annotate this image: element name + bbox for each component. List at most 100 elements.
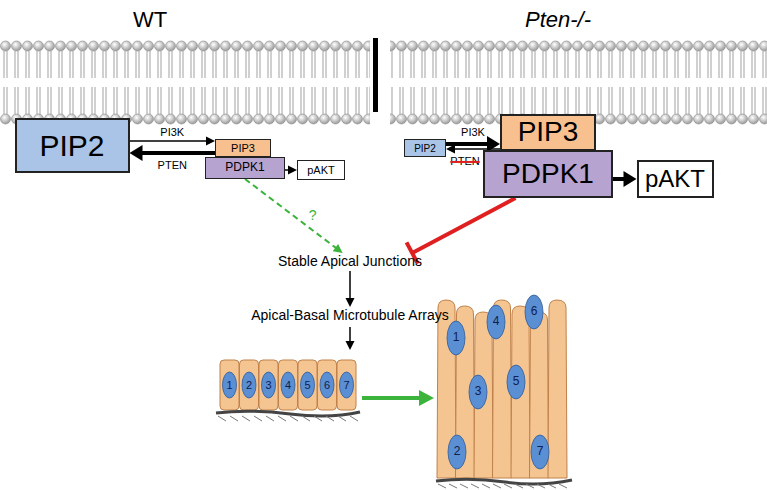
node-text: pAKT <box>645 166 705 192</box>
nucleus <box>340 372 354 398</box>
node-text: PIP3 <box>518 117 579 148</box>
pip3-box: PIP3 <box>500 114 596 151</box>
arrow-head <box>288 166 297 175</box>
callout-number: 3 <box>265 379 271 391</box>
flat-cell <box>318 360 337 410</box>
callout-number: 7 <box>343 379 349 391</box>
connector-line <box>130 140 208 142</box>
edge-label: PI3K <box>461 126 485 138</box>
node-text: PIP2 <box>39 129 104 162</box>
divider-bar <box>373 38 378 112</box>
membrane-right <box>390 40 767 125</box>
pdpk1-box: PDPK1 <box>483 150 613 198</box>
node-text: PIP3 <box>231 142 255 154</box>
fiber <box>515 484 523 488</box>
arrow-connector <box>130 145 216 161</box>
arrow-head <box>346 298 355 307</box>
callout-number: 2 <box>246 379 252 391</box>
down-arrow-line <box>349 327 351 341</box>
node-text: PIP2 <box>414 143 436 154</box>
fiber <box>493 484 501 488</box>
nucleus <box>469 375 487 409</box>
callout-number: 1 <box>453 331 460 344</box>
connector-line <box>285 169 289 171</box>
flat-cell <box>220 360 239 410</box>
callout-number: 5 <box>304 379 310 391</box>
flat-cell <box>279 360 298 410</box>
pakt-box: pAKT <box>637 160 714 198</box>
pip2-box: PIP2 <box>15 118 130 173</box>
connector-line <box>349 271 351 299</box>
green-arrow-line <box>362 396 420 400</box>
edge-label: PTEN <box>158 159 187 171</box>
arrow-head <box>446 145 455 154</box>
node-text: PDPK1 <box>502 159 594 190</box>
fiber <box>537 484 545 488</box>
arrow-connector <box>245 179 343 253</box>
arrow-connector <box>613 171 637 187</box>
nucleus <box>487 305 505 339</box>
callout-number: 2 <box>454 445 461 458</box>
connector-line <box>142 151 216 155</box>
fiber <box>504 484 512 488</box>
connector-line <box>613 177 625 181</box>
nucleus <box>507 365 525 399</box>
fiber <box>460 484 468 488</box>
flat-cell <box>337 360 356 410</box>
nucleus <box>223 372 237 398</box>
callout-number: 3 <box>475 385 482 398</box>
nucleus <box>320 372 334 398</box>
pakt-box: pAKT <box>297 160 345 180</box>
nucleus <box>301 372 315 398</box>
fiber <box>449 484 457 488</box>
fiber <box>254 416 262 421</box>
process-text: Apical-Basal Microtubule Arrays <box>249 307 451 325</box>
down-arrow-head <box>346 341 355 350</box>
tall-cell <box>548 300 567 478</box>
nucleus <box>448 435 466 469</box>
fiber <box>326 416 334 421</box>
panel-title: Pten-/- <box>525 8 591 32</box>
pip2-box: PIP2 <box>404 139 446 157</box>
nucleus <box>447 321 465 355</box>
nucleus <box>262 372 276 398</box>
membrane-left <box>0 40 370 125</box>
edge-label: PTEN <box>450 155 479 167</box>
nucleus <box>281 372 295 398</box>
flat-cell <box>240 360 259 410</box>
nucleus <box>525 295 543 329</box>
fiber <box>559 484 567 488</box>
connector-line <box>446 142 488 146</box>
pip3-box: PIP3 <box>215 139 271 157</box>
epithelium-drawing <box>216 295 572 488</box>
arrow-connector <box>285 166 297 175</box>
edge-label: PI3K <box>160 126 184 138</box>
arrow-head <box>206 137 215 146</box>
nucleus <box>531 435 549 469</box>
arrow-head <box>333 244 343 253</box>
callout-number: 5 <box>513 375 520 388</box>
fiber <box>290 416 298 421</box>
panel-title: WT <box>133 8 167 32</box>
node-text: Stable Apical Junctions <box>278 254 422 269</box>
nucleus <box>242 372 256 398</box>
connector-line <box>411 198 515 253</box>
fiber <box>548 484 556 488</box>
fiber <box>314 416 322 421</box>
fiber <box>242 416 250 421</box>
callout-number: 4 <box>493 315 500 328</box>
basement-membrane <box>216 411 360 416</box>
node-text: pAKT <box>307 164 335 176</box>
fiber <box>338 416 346 421</box>
fiber <box>230 416 238 421</box>
fiber <box>350 416 358 421</box>
callout-number: 4 <box>285 379 291 391</box>
edge-label: ? <box>309 208 317 223</box>
node-text: Apical-Basal Microtubule Arrays <box>251 308 449 323</box>
flat-cell <box>298 360 317 410</box>
flat-cell <box>259 360 278 410</box>
callout-number: 1 <box>226 379 232 391</box>
